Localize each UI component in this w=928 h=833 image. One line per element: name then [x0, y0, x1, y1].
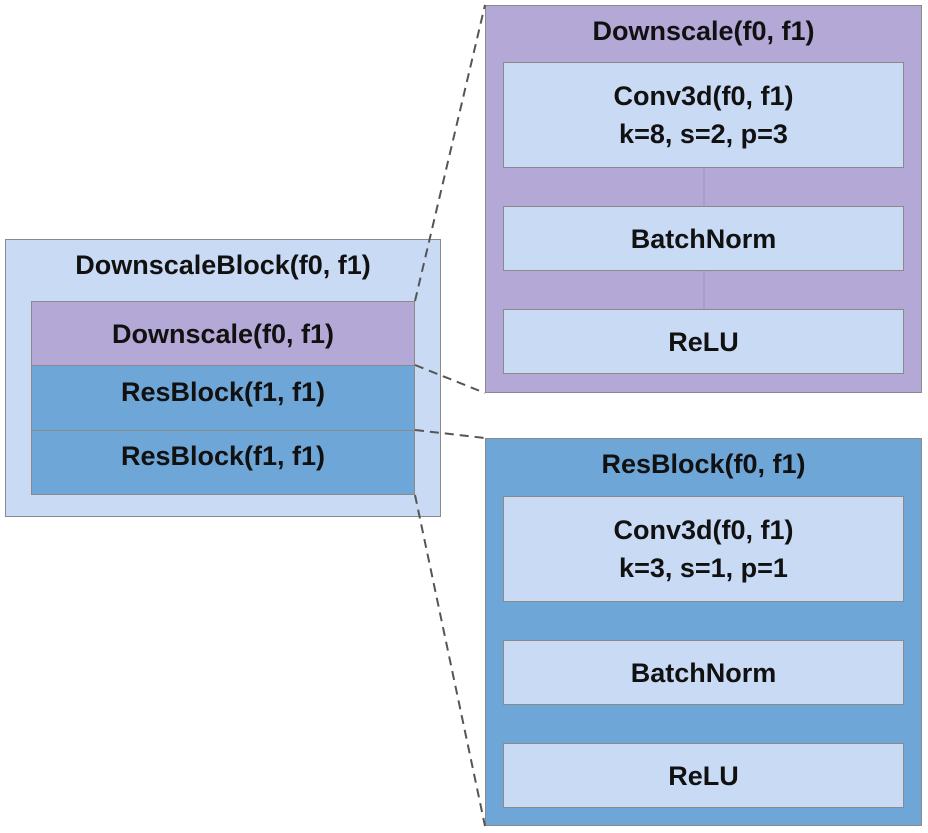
downscale-layer: Downscale(f0, f1) [31, 301, 415, 366]
downscale-detail-title: Downscale(f0, f1) [592, 16, 815, 46]
downscale-conv3d-label: Conv3d(f0, f1) k=8, s=2, p=3 [613, 81, 794, 149]
downscale-relu-layer: ReLU [503, 309, 904, 374]
resblock-detail-title: ResBlock(f0, f1) [601, 449, 806, 479]
resblock-layer-1-label: ResBlock(f1, f1) [120, 377, 326, 407]
resblock-layer-1: ResBlock(f1, f1) [31, 365, 415, 431]
resblock-conv3d-label: Conv3d(f0, f1) k=3, s=1, p=1 [613, 515, 794, 583]
downscale-batchnorm-layer: BatchNorm [503, 206, 904, 271]
downscale-relu-label: ReLU [668, 326, 739, 357]
resblock-batchnorm-layer: BatchNorm [503, 640, 904, 705]
resblock-conv3d-layer: Conv3d(f0, f1) k=3, s=1, p=1 [503, 496, 904, 602]
downscale-layer-label: Downscale(f0, f1) [111, 318, 335, 349]
resblock-relu-layer: ReLU [503, 743, 904, 808]
resblock-relu-label: ReLU [668, 760, 739, 791]
resblock-zoom-line-bottom [414, 494, 486, 827]
resblock-layer-2: ResBlock(f1, f1) [31, 430, 415, 495]
resblock-batchnorm-label: BatchNorm [630, 657, 777, 688]
downscale-batchnorm-label: BatchNorm [630, 223, 777, 254]
downscale-block-title: DownscaleBlock(f0, f1) [75, 250, 371, 280]
downscale-conv3d-layer: Conv3d(f0, f1) k=8, s=2, p=3 [503, 62, 904, 168]
resblock-layer-2-label: ResBlock(f1, f1) [120, 441, 326, 471]
